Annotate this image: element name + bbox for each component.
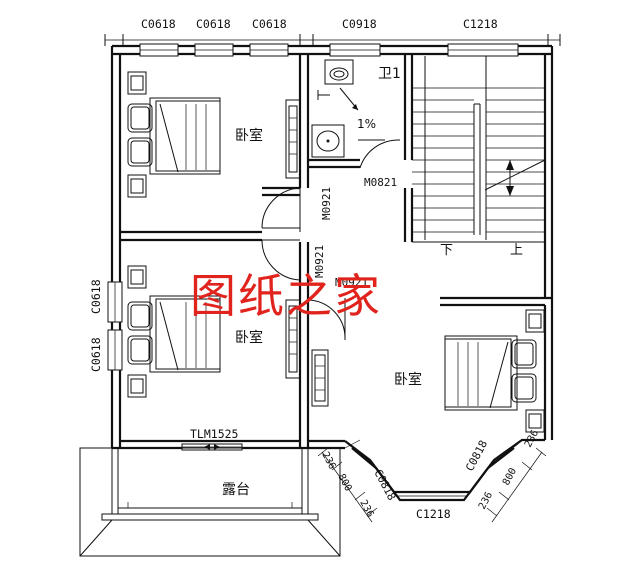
window-label-bay-bottom: C1218	[416, 507, 451, 521]
bed-top-left	[127, 71, 221, 198]
room-label-bedroom-bottom-left: 卧室	[235, 329, 263, 346]
corridor-cabinet	[311, 349, 329, 407]
window-label-left-1: C0618	[89, 279, 103, 314]
window-label-top-5: C1218	[463, 17, 498, 31]
room-label-terrace: 露台	[222, 482, 250, 498]
door-label-bedroom-top: M0921	[320, 187, 333, 220]
terrace-door	[181, 443, 243, 451]
door-swing-bottom-left-bedroom	[261, 239, 301, 281]
dim-left-c: 236	[357, 498, 375, 519]
window-label-top-2: C0618	[196, 17, 231, 31]
window-label-bay-right: C0818	[463, 438, 490, 473]
door-label-bathroom: M0821	[364, 176, 397, 189]
window-label-top-1: C0618	[141, 17, 176, 31]
terrace-railing	[79, 447, 341, 557]
slope-label: 1%	[357, 117, 376, 131]
bay-dimension-chains	[317, 447, 547, 523]
window-label-top-3: C0618	[252, 17, 287, 31]
dim-right-b: 800	[501, 466, 519, 487]
left-windows	[107, 281, 123, 371]
bed-bottom-left	[127, 265, 221, 398]
staircase	[412, 56, 546, 240]
top-dimension-line	[104, 34, 561, 46]
top-windows	[139, 43, 519, 57]
door-label-bedroom-bottom: M0921	[313, 245, 326, 278]
bay-window	[344, 438, 545, 502]
dim-right-c: 236	[477, 490, 495, 511]
bed-right	[444, 309, 545, 433]
room-label-bathroom: 卫1	[378, 66, 401, 82]
door-label-bedroom-right: M0921	[335, 276, 368, 289]
door-label-terrace: TLM1525	[190, 427, 238, 441]
wardrobe-bottom-left	[285, 299, 301, 379]
stair-label-up: 上	[510, 243, 523, 258]
room-label-bedroom-top-left: 卧室	[235, 127, 263, 144]
door-swing-right-bedroom	[307, 298, 346, 340]
window-label-top-4: C0918	[342, 17, 377, 31]
window-label-left-2: C0618	[89, 337, 103, 372]
window-label-bay-left: C0818	[371, 467, 398, 502]
wardrobe-top-left	[285, 99, 301, 179]
door-swing-top-left-bedroom	[261, 187, 301, 232]
watermark-text: 图纸之家	[190, 269, 382, 323]
bathroom-fixtures	[311, 59, 401, 169]
room-label-bedroom-right: 卧室	[394, 371, 422, 388]
stair-label-down: 下	[440, 243, 453, 258]
dim-left-b: 800	[335, 472, 353, 493]
